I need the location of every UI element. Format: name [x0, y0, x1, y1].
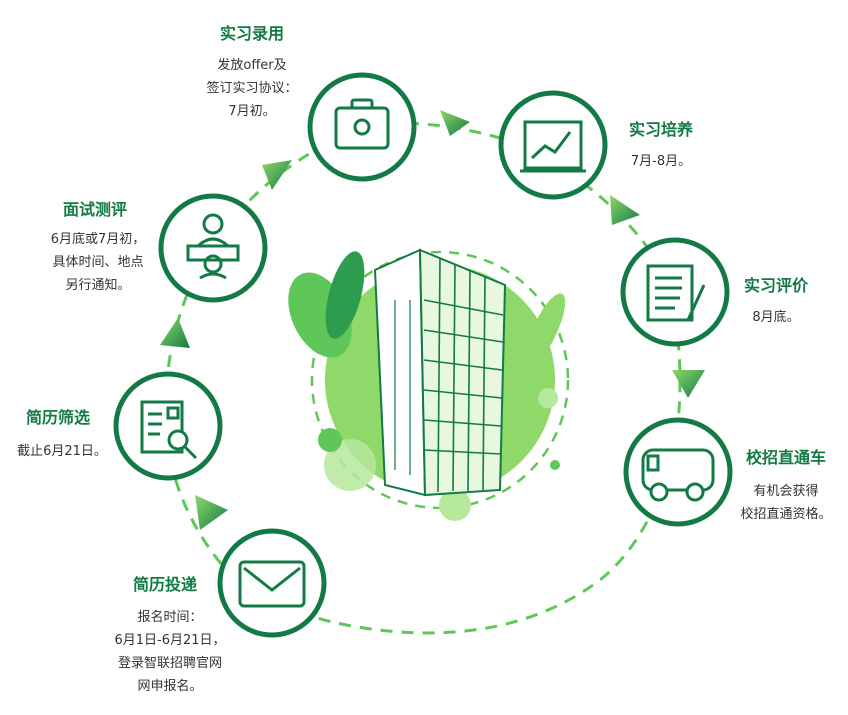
- step-desc-resume-screening: 截止6月21日。: [17, 440, 107, 463]
- desc-line: 另行通知。: [65, 278, 131, 293]
- step-desc-intern-training: 7月-8月。: [631, 150, 691, 173]
- arrow-marker: [262, 160, 292, 190]
- desc-line: 登录智联招聘官网: [117, 656, 223, 671]
- step-title-intern-evaluation: 实习评价: [743, 276, 809, 295]
- arrow-marker: [440, 110, 470, 136]
- document-pen-icon: [646, 264, 706, 322]
- desc-line: 8月底。: [752, 310, 800, 325]
- bus-icon: [641, 448, 715, 502]
- desc-line: 7月-8月。: [630, 154, 692, 169]
- step-circle-intern-hire: [307, 72, 417, 182]
- step-desc-intern-hire: 发放offer及 签订实习协议： 7月初。: [206, 54, 297, 123]
- desc-line: 发放offer及: [217, 58, 287, 73]
- presentation-chart-icon: [520, 120, 586, 173]
- bank-building-icon: [288, 248, 570, 521]
- step-title-intern-training: 实习培养: [628, 120, 694, 139]
- step-title-campus-express: 校招直通车: [745, 448, 827, 467]
- step-circle-resume-submission: [217, 528, 327, 638]
- step-circle-intern-evaluation: [620, 237, 730, 347]
- desc-line: 网申报名。: [137, 679, 203, 694]
- step-circle-resume-screening: [113, 371, 223, 481]
- desc-line: 有机会获得: [753, 484, 819, 499]
- step-desc-campus-express: 有机会获得 校招直通资格。: [740, 480, 831, 526]
- step-title-interview-test: 面试测评: [62, 200, 128, 219]
- desc-line: 报名时间：: [137, 610, 203, 625]
- step-circle-intern-training: [498, 90, 608, 200]
- desc-line: 签订实习协议：: [206, 81, 298, 96]
- arrow-marker: [610, 195, 640, 225]
- arrow-marker: [672, 370, 705, 398]
- desc-line: 截止6月21日。: [17, 444, 107, 459]
- envelope-icon: [238, 560, 306, 608]
- step-circle-campus-express: [623, 417, 733, 527]
- arrow-marker: [160, 318, 190, 348]
- desc-line: 6月1日-6月21日，: [114, 633, 226, 648]
- briefcase-icon: [334, 98, 390, 150]
- desc-line: 6月底或7月初，: [50, 232, 146, 247]
- step-circle-interview-test: [158, 193, 268, 303]
- step-title-resume-submission: 简历投递: [132, 575, 198, 594]
- step-desc-intern-evaluation: 8月底。: [752, 306, 799, 329]
- desc-line: 校招直通资格。: [740, 507, 832, 522]
- desc-line: 7月初。: [228, 104, 276, 119]
- document-search-icon: [140, 400, 198, 460]
- step-title-resume-screening: 简历筛选: [25, 408, 91, 427]
- process-path-ring: [163, 121, 682, 635]
- desc-line: 具体时间、地点: [52, 255, 144, 270]
- step-desc-resume-submission: 报名时间： 6月1日-6月21日， 登录智联招聘官网 网申报名。: [114, 606, 225, 698]
- step-title-intern-hire: 实习录用: [219, 24, 285, 43]
- step-desc-interview-test: 6月底或7月初， 具体时间、地点 另行通知。: [51, 228, 146, 297]
- interview-people-icon: [186, 213, 240, 280]
- arrow-marker: [195, 495, 228, 530]
